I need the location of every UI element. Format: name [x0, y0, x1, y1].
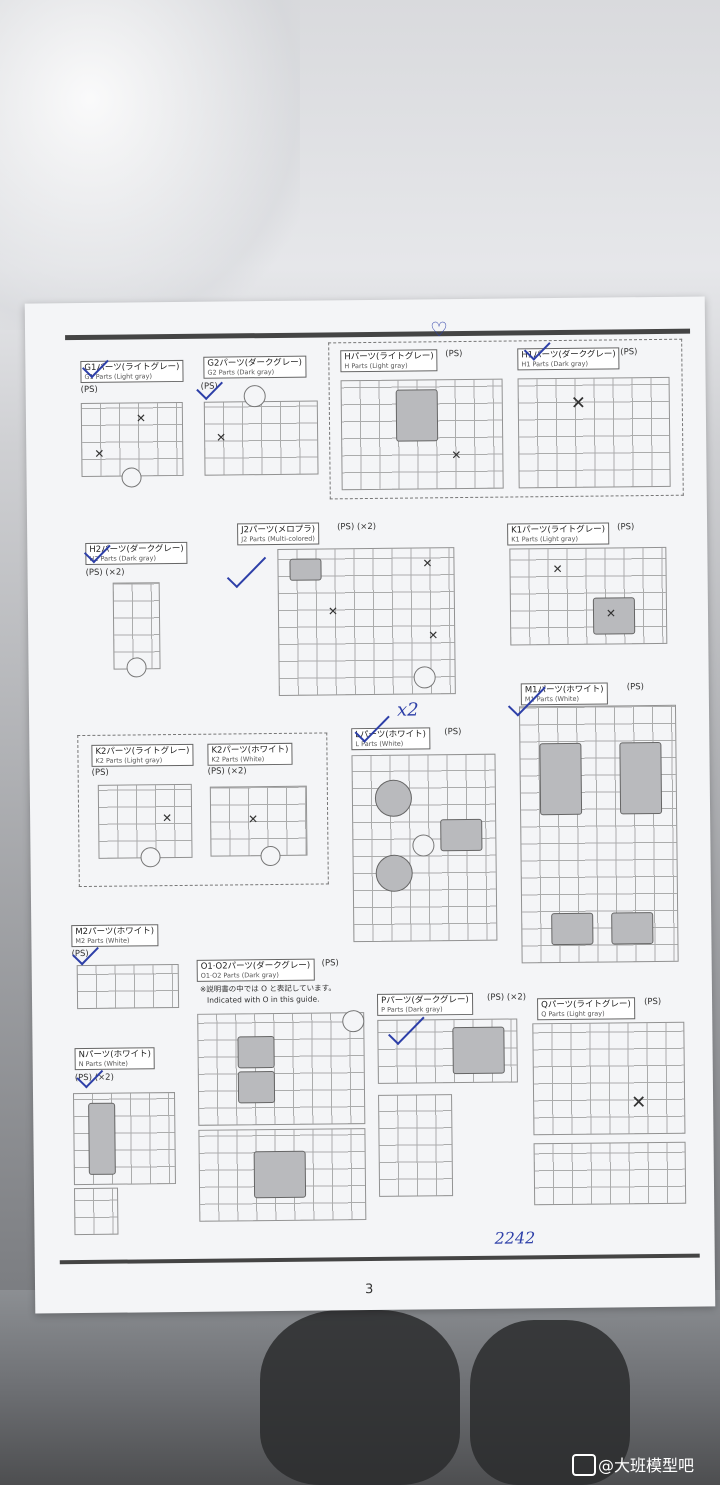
- x-mark-icon: ✕: [94, 446, 105, 461]
- tag-k1: (PS): [617, 522, 635, 533]
- part-h: [395, 389, 439, 442]
- tag-l: (PS): [444, 727, 462, 738]
- x-mark-icon: ✕: [451, 448, 462, 463]
- page-number: 3: [364, 1281, 374, 1298]
- part-o: [253, 1150, 307, 1199]
- runner-n2: [73, 1187, 119, 1236]
- x-mark-icon: ✕: [552, 561, 563, 577]
- tag-k2a: (PS): [91, 767, 109, 778]
- instruction-sheet: G1パーツ(ライトグレー)G1 Parts (Light gray) (PS) …: [24, 296, 716, 1314]
- part-m1: [611, 912, 654, 945]
- part-n: [88, 1102, 116, 1175]
- label-h: Hパーツ(ライトグレー)H Parts (Light gray): [340, 349, 438, 373]
- gate-k2b: [260, 845, 281, 867]
- label-q: Qパーツ(ライトグレー)Q Parts (Light gray): [537, 997, 635, 1021]
- handwritten-x2: x2: [396, 699, 419, 721]
- x-mark-icon: ✕: [422, 556, 433, 571]
- part-o: [237, 1071, 276, 1104]
- part-l: [375, 854, 413, 892]
- label-k2b: K2パーツ(ホワイト)K2 Parts (White): [207, 742, 293, 766]
- runner-q2: [533, 1141, 687, 1206]
- part-l: [440, 818, 483, 852]
- part-m1: [551, 912, 594, 946]
- x-mark-icon: ✕: [248, 812, 259, 827]
- runner-k1: [509, 546, 668, 646]
- tag-m1: (PS): [626, 682, 644, 693]
- part-m1: [619, 741, 663, 815]
- x-mark-icon: ✕: [327, 604, 339, 619]
- note-o-jp: ※説明書の中では O と表記しています。: [199, 983, 336, 994]
- checkmark-icon: [226, 548, 267, 589]
- top-rule: [65, 328, 691, 341]
- bottom-rule: [59, 1253, 700, 1265]
- tag-k2b: (PS) (×2): [207, 766, 247, 777]
- gate-h2: [126, 657, 147, 678]
- runner-p2: [378, 1094, 454, 1197]
- watermark: @大班模型吧: [598, 1456, 695, 1475]
- note-o-en: Indicated with O in this guide.: [206, 994, 320, 1005]
- tag-g1: (PS): [80, 384, 98, 396]
- x-mark-icon: ✕: [428, 628, 439, 643]
- runner-o1: [197, 1012, 366, 1126]
- gate-j2: [413, 666, 436, 689]
- part-j2: [289, 558, 322, 581]
- x-mark-icon: ✕: [631, 1092, 647, 1114]
- label-g2: G2パーツ(ダークグレー)G2 Parts (Dark gray): [203, 355, 307, 379]
- gate-g2: [243, 385, 266, 408]
- x-mark-icon: ✕: [135, 411, 147, 426]
- label-o: O1·O2パーツ(ダークグレー)O1·O2 Parts (Dark gray): [196, 958, 315, 982]
- gate-g1: [121, 467, 142, 488]
- plastic-bag: [0, 0, 300, 330]
- gate-l: [412, 834, 435, 857]
- foot-shadow-left: [260, 1310, 460, 1485]
- tag-h1: (PS): [620, 347, 638, 358]
- x-mark-icon: ✕: [216, 430, 227, 445]
- tag-p: (PS) (×2): [486, 992, 527, 1003]
- part-l: [374, 779, 413, 817]
- label-p: Pパーツ(ダークグレー)P Parts (Dark gray): [376, 992, 473, 1016]
- part-p: [452, 1026, 505, 1075]
- gate-k2a: [140, 847, 161, 868]
- runner-m2: [76, 964, 180, 1010]
- label-k2a: K2パーツ(ライトグレー)K2 Parts (Light gray): [91, 743, 194, 767]
- tag-h2: (PS) (×2): [85, 567, 125, 578]
- x-mark-icon: ✕: [605, 606, 617, 621]
- label-j2: J2パーツ(メロプラ)J2 Parts (Multi-colored): [237, 522, 320, 546]
- gate-o: [342, 1010, 365, 1033]
- x-mark-icon: ✕: [162, 811, 173, 826]
- handwritten-heart: ♡: [429, 317, 449, 342]
- runner-g1: [80, 401, 184, 478]
- chat-icon: [572, 1454, 596, 1476]
- runner-q1: [532, 1021, 686, 1136]
- runner-k2b: [209, 785, 308, 857]
- label-k1: K1パーツ(ライトグレー)K1 Parts (Light gray): [507, 522, 610, 546]
- tag-o: (PS): [321, 958, 339, 969]
- tag-q: (PS): [644, 996, 662, 1008]
- x-mark-icon: ✕: [570, 392, 587, 414]
- tag-h: (PS): [445, 349, 463, 360]
- part-o: [237, 1036, 275, 1069]
- part-m1: [539, 742, 583, 816]
- tag-j2: (PS) (×2): [337, 521, 377, 533]
- handwritten-note: 2242: [494, 1228, 536, 1248]
- runner-h1: [517, 376, 671, 489]
- foot-shadow-right: [470, 1320, 630, 1485]
